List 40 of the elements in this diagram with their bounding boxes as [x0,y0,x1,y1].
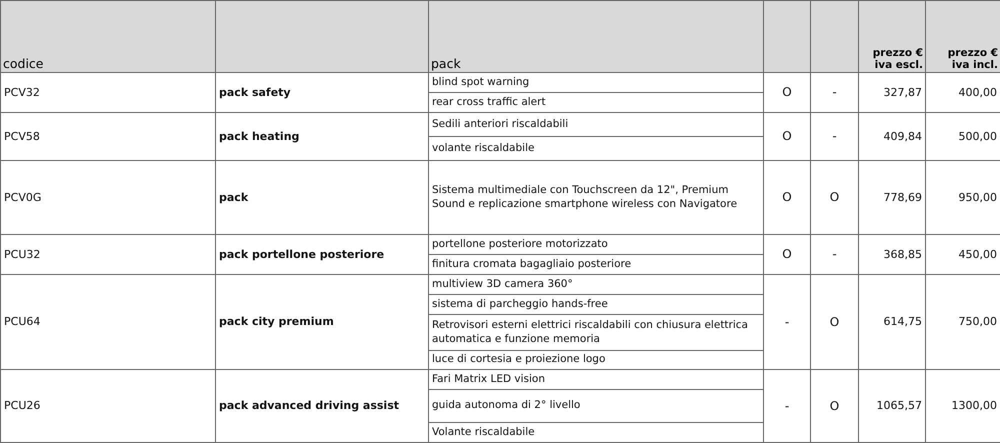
feature-text: blind spot warning [428,72,764,92]
availability-mark: O [764,234,810,274]
pack-name: pack heating [216,112,428,160]
availability-mark: - [810,72,858,112]
availability-mark: - [810,234,858,274]
availability-mark: O [810,370,858,442]
column-header: codice [0,0,216,72]
price-text: 1065,57 [858,370,926,442]
column-header: prezzo € iva incl. [926,0,1000,72]
feature-text: Sedili anteriori riscaldabili [428,112,764,136]
pack-code: PCV58 [0,112,216,160]
availability-mark: - [764,274,810,370]
pack-name: pack advanced driving assist [216,370,428,442]
feature-text: Fari Matrix LED vision [428,370,764,390]
price-text: 368,85 [858,234,926,274]
pack-code: PCV0G [0,160,216,234]
feature-text: portellone posteriore motorizzato [428,234,764,254]
pack-name: pack portellone posteriore [216,234,428,274]
availability-mark: O [810,274,858,370]
column-header: prezzo € iva escl. [858,0,926,72]
column-header: pack [428,0,764,72]
pack-code: PCU32 [0,234,216,274]
pack-name: pack safety [216,72,428,112]
pack-name: pack city premium [216,274,428,370]
availability-mark: O [764,160,810,234]
feature-text: Sistema multimediale con Touchscreen da 12", Premium Sound e replicazione smartphone wireless con Navigatore [428,160,764,234]
pack-code: PCU64 [0,274,216,370]
price-text: 778,69 [858,160,926,234]
availability-mark: O [810,160,858,234]
price-text: 327,87 [858,72,926,112]
pack-code: PCV32 [0,72,216,112]
availability-mark: O [764,112,810,160]
price-text: 409,84 [858,112,926,160]
availability-mark: O [764,72,810,112]
feature-text: multiview 3D camera 360° [428,274,764,294]
availability-mark: - [810,112,858,160]
pack-name: pack [216,160,428,234]
pack-code: PCU26 [0,370,216,442]
price-text: 614,75 [858,274,926,370]
availability-mark: - [764,370,810,442]
